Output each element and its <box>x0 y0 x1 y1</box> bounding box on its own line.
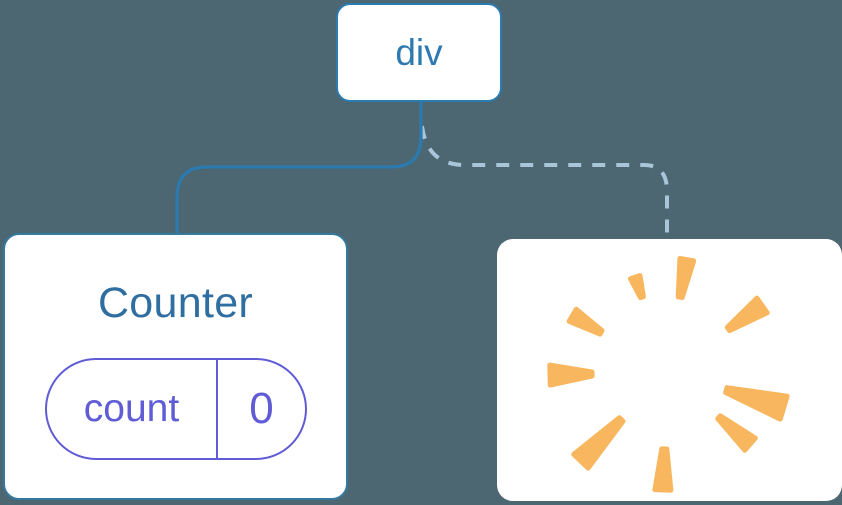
counter-title: Counter <box>97 279 254 327</box>
node-removed-card <box>497 239 842 501</box>
state-value-label: 0 <box>249 384 274 433</box>
connector-dashed-removed <box>420 125 669 237</box>
state-pill: count 0 <box>45 358 307 460</box>
poof-icon <box>547 256 790 493</box>
state-key-label: count <box>47 360 218 458</box>
node-counter-card: Counter count 0 <box>3 233 348 500</box>
connector-solid-counter <box>175 101 423 234</box>
node-div-label: div <box>395 31 443 73</box>
node-div: div <box>336 3 502 102</box>
